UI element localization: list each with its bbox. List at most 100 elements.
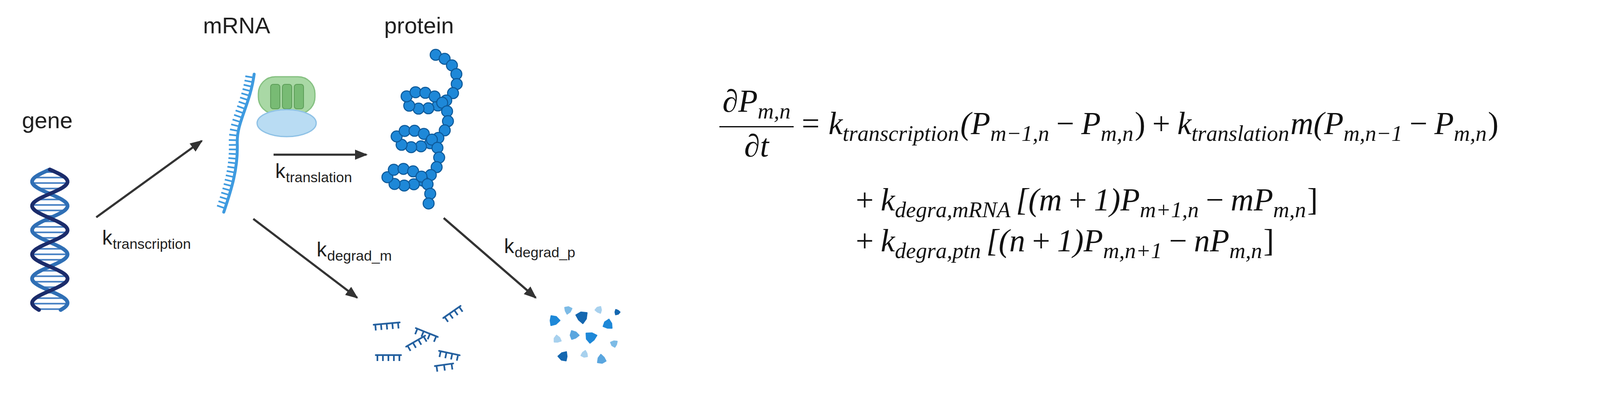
mrna-base: [225, 179, 234, 182]
equation-term: k: [880, 182, 895, 218]
rate-constant: kdegrad_m: [316, 239, 392, 265]
drawing-part: [412, 343, 416, 349]
mrna-base: [218, 201, 227, 204]
drawing-part: [444, 317, 448, 323]
mrna-base: [237, 105, 246, 109]
drawing-part: [449, 314, 453, 319]
trna: [270, 84, 280, 109]
protein-fragment: [550, 316, 560, 326]
drawing-part: [418, 339, 422, 345]
drawing-part: [375, 325, 376, 331]
equation-term: ): [1134, 105, 1146, 142]
ribosome-large: [258, 76, 315, 114]
mrna-base: [232, 119, 241, 123]
mrna-base: [228, 143, 238, 146]
drawing-part: [382, 355, 384, 362]
rate-constant: kdegrad_p: [504, 236, 576, 262]
fraction-bar: [719, 126, 794, 128]
equation-term: −: [1409, 105, 1428, 142]
equation-term: [(n: [986, 223, 1026, 259]
drawing-part: [414, 328, 418, 335]
drawing-part: [393, 355, 395, 362]
protein-fragment: [595, 306, 602, 314]
mrna-base: [228, 148, 238, 151]
mrna-base: [227, 166, 236, 169]
drawing-part: [445, 352, 447, 359]
protein-chain: [382, 49, 463, 209]
equation-term: +: [855, 223, 874, 259]
amino-acid: [431, 142, 443, 154]
equation-term: +: [1068, 182, 1088, 218]
dna-rung: [32, 275, 67, 278]
equation-term: 1)P: [1093, 182, 1140, 218]
equation-term: ∂P: [722, 83, 758, 119]
equation-subscript: transcription: [842, 121, 960, 146]
equation-subscript: m+1,n: [1139, 197, 1199, 223]
equation-term: k: [880, 223, 895, 259]
equation-line: +kdegra,ptn[(n+1)Pm,n+1−nPm,n]: [855, 220, 1275, 266]
equation-term: +: [1032, 223, 1051, 259]
ribosome-small: [257, 109, 317, 137]
drawing-part: [386, 323, 388, 330]
equation-subscript: m,n: [1273, 197, 1307, 223]
amino-acid: [424, 188, 436, 200]
dna-rung: [34, 176, 66, 179]
equation-term: k: [1177, 105, 1192, 142]
equation-subscript: translation: [1191, 121, 1290, 146]
mrna-base: [227, 162, 237, 164]
node-label: mRNA: [203, 11, 274, 40]
equation-term: mP: [1230, 182, 1274, 218]
equation-term: ]: [1307, 182, 1318, 218]
equation-subscript: m,n: [1453, 121, 1487, 146]
equation-subscript: m−1,n: [990, 121, 1050, 146]
dna-rung: [32, 303, 68, 305]
dna-rung: [32, 231, 68, 234]
mrna-base: [216, 205, 226, 209]
drawing-part: [387, 355, 390, 362]
icon-node: protein: [366, 11, 465, 217]
protein-fragment: [615, 309, 620, 315]
node-label: protein: [384, 11, 465, 40]
amino-acid: [398, 180, 410, 192]
drawing-part: [398, 322, 399, 329]
mrna-base: [228, 158, 237, 160]
drawing-part: [427, 333, 430, 340]
mrna-base: [226, 170, 236, 173]
degraded-mrna: [373, 306, 464, 373]
amino-acid: [441, 105, 453, 117]
equation-term: k: [828, 105, 843, 142]
mrna-fragment: [443, 306, 464, 323]
drawing-part: [450, 354, 453, 361]
dna-rung: [33, 226, 67, 228]
protein-fragment: [576, 312, 588, 324]
rate-constant: ktranslation: [275, 161, 353, 187]
mrna-base: [235, 110, 244, 114]
equation-term: −: [1205, 182, 1224, 218]
mrna-base: [242, 89, 251, 92]
equation-line: ∂Pm,n: [722, 80, 791, 126]
protein-fragment: [597, 355, 606, 364]
drawing-part: [439, 351, 460, 356]
mrna-fragment: [406, 336, 429, 353]
mrna-base: [230, 129, 239, 132]
trna: [282, 84, 292, 109]
equation-subscript: m,n+1: [1103, 238, 1163, 264]
mrna-fragment: [375, 355, 402, 362]
mrna-base: [225, 175, 235, 178]
drawing-part: [392, 323, 393, 330]
mrna-base: [233, 114, 242, 118]
mrna-base: [244, 80, 253, 83]
mrna-fragment: [373, 322, 401, 331]
equation-term: ): [1488, 105, 1499, 142]
drawing-part: [444, 365, 445, 372]
amino-acid: [450, 68, 462, 80]
protein-fragment: [603, 319, 612, 329]
mrna-base: [243, 84, 252, 87]
mrna-base: [228, 153, 238, 155]
drawing-part: [407, 346, 411, 352]
equation-term: =: [801, 105, 820, 142]
equation-term: P: [1434, 105, 1454, 142]
process-arrow: [96, 141, 202, 218]
mrna-base: [240, 97, 249, 101]
